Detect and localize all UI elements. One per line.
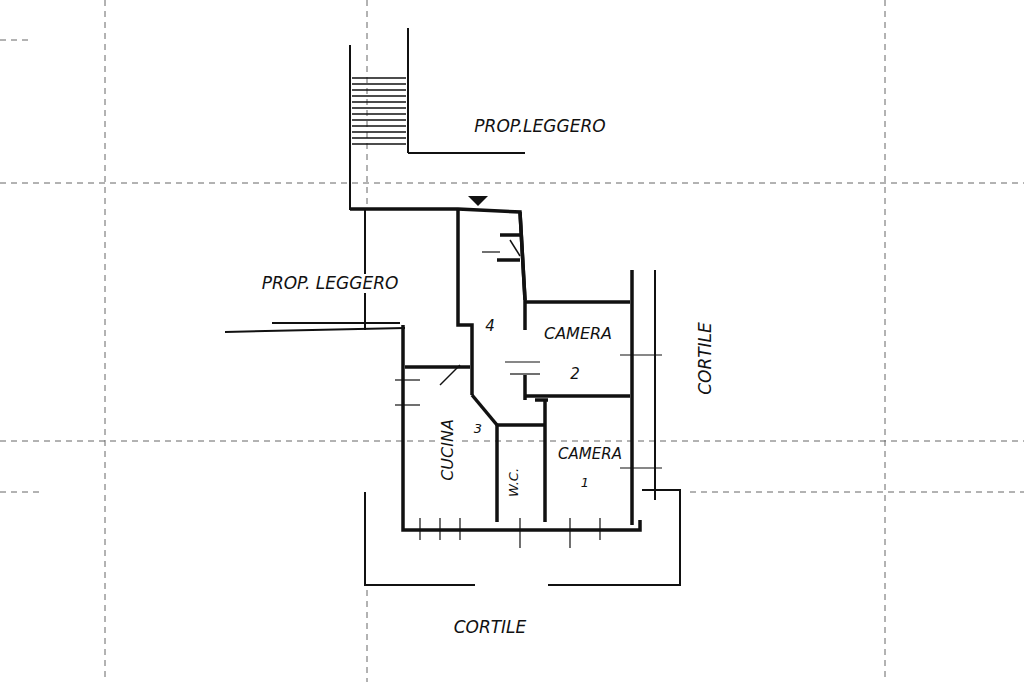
area-label: CORTILE [696,320,715,397]
walls [350,209,640,530]
room-label: CUCINA [439,417,457,483]
room-label: CAMERA [556,446,624,463]
room-label: CAMERA [542,325,614,343]
stair-symbol [352,78,406,144]
area-label: CORTILE [452,618,529,637]
room-number: 4 [483,318,497,335]
room-number: 2 [568,366,582,383]
room-number: 1 [579,475,591,490]
owner-label: PROP. LEGGERO [260,274,401,293]
owner-label: PROP.LEGGERO [472,117,607,136]
window-ticks [395,252,662,548]
room-label: W.C. [506,465,521,498]
boundary-lines [225,28,680,585]
entrance-triangle [468,196,488,206]
room-number: 3 [472,421,484,436]
hatch-marks [440,240,520,385]
